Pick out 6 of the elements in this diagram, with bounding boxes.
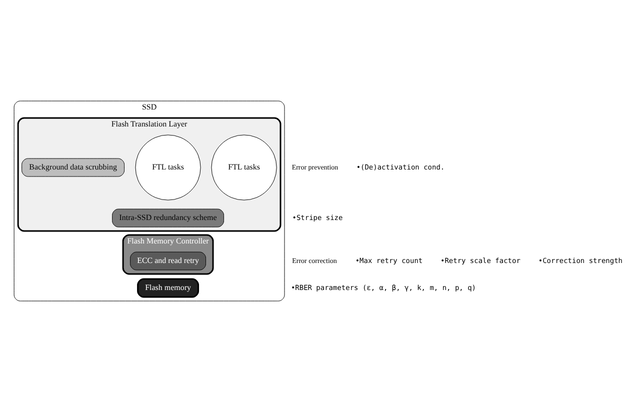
- node-box: Intra-SSD redundancy scheme: [112, 208, 224, 228]
- node-box: ECC and read retry: [130, 252, 206, 270]
- node-circle: FTL tasks: [135, 134, 201, 200]
- node-box: Background data scrubbing: [22, 158, 125, 177]
- node-box: Flash memory: [137, 278, 200, 298]
- node-circle: FTL tasks: [211, 134, 277, 200]
